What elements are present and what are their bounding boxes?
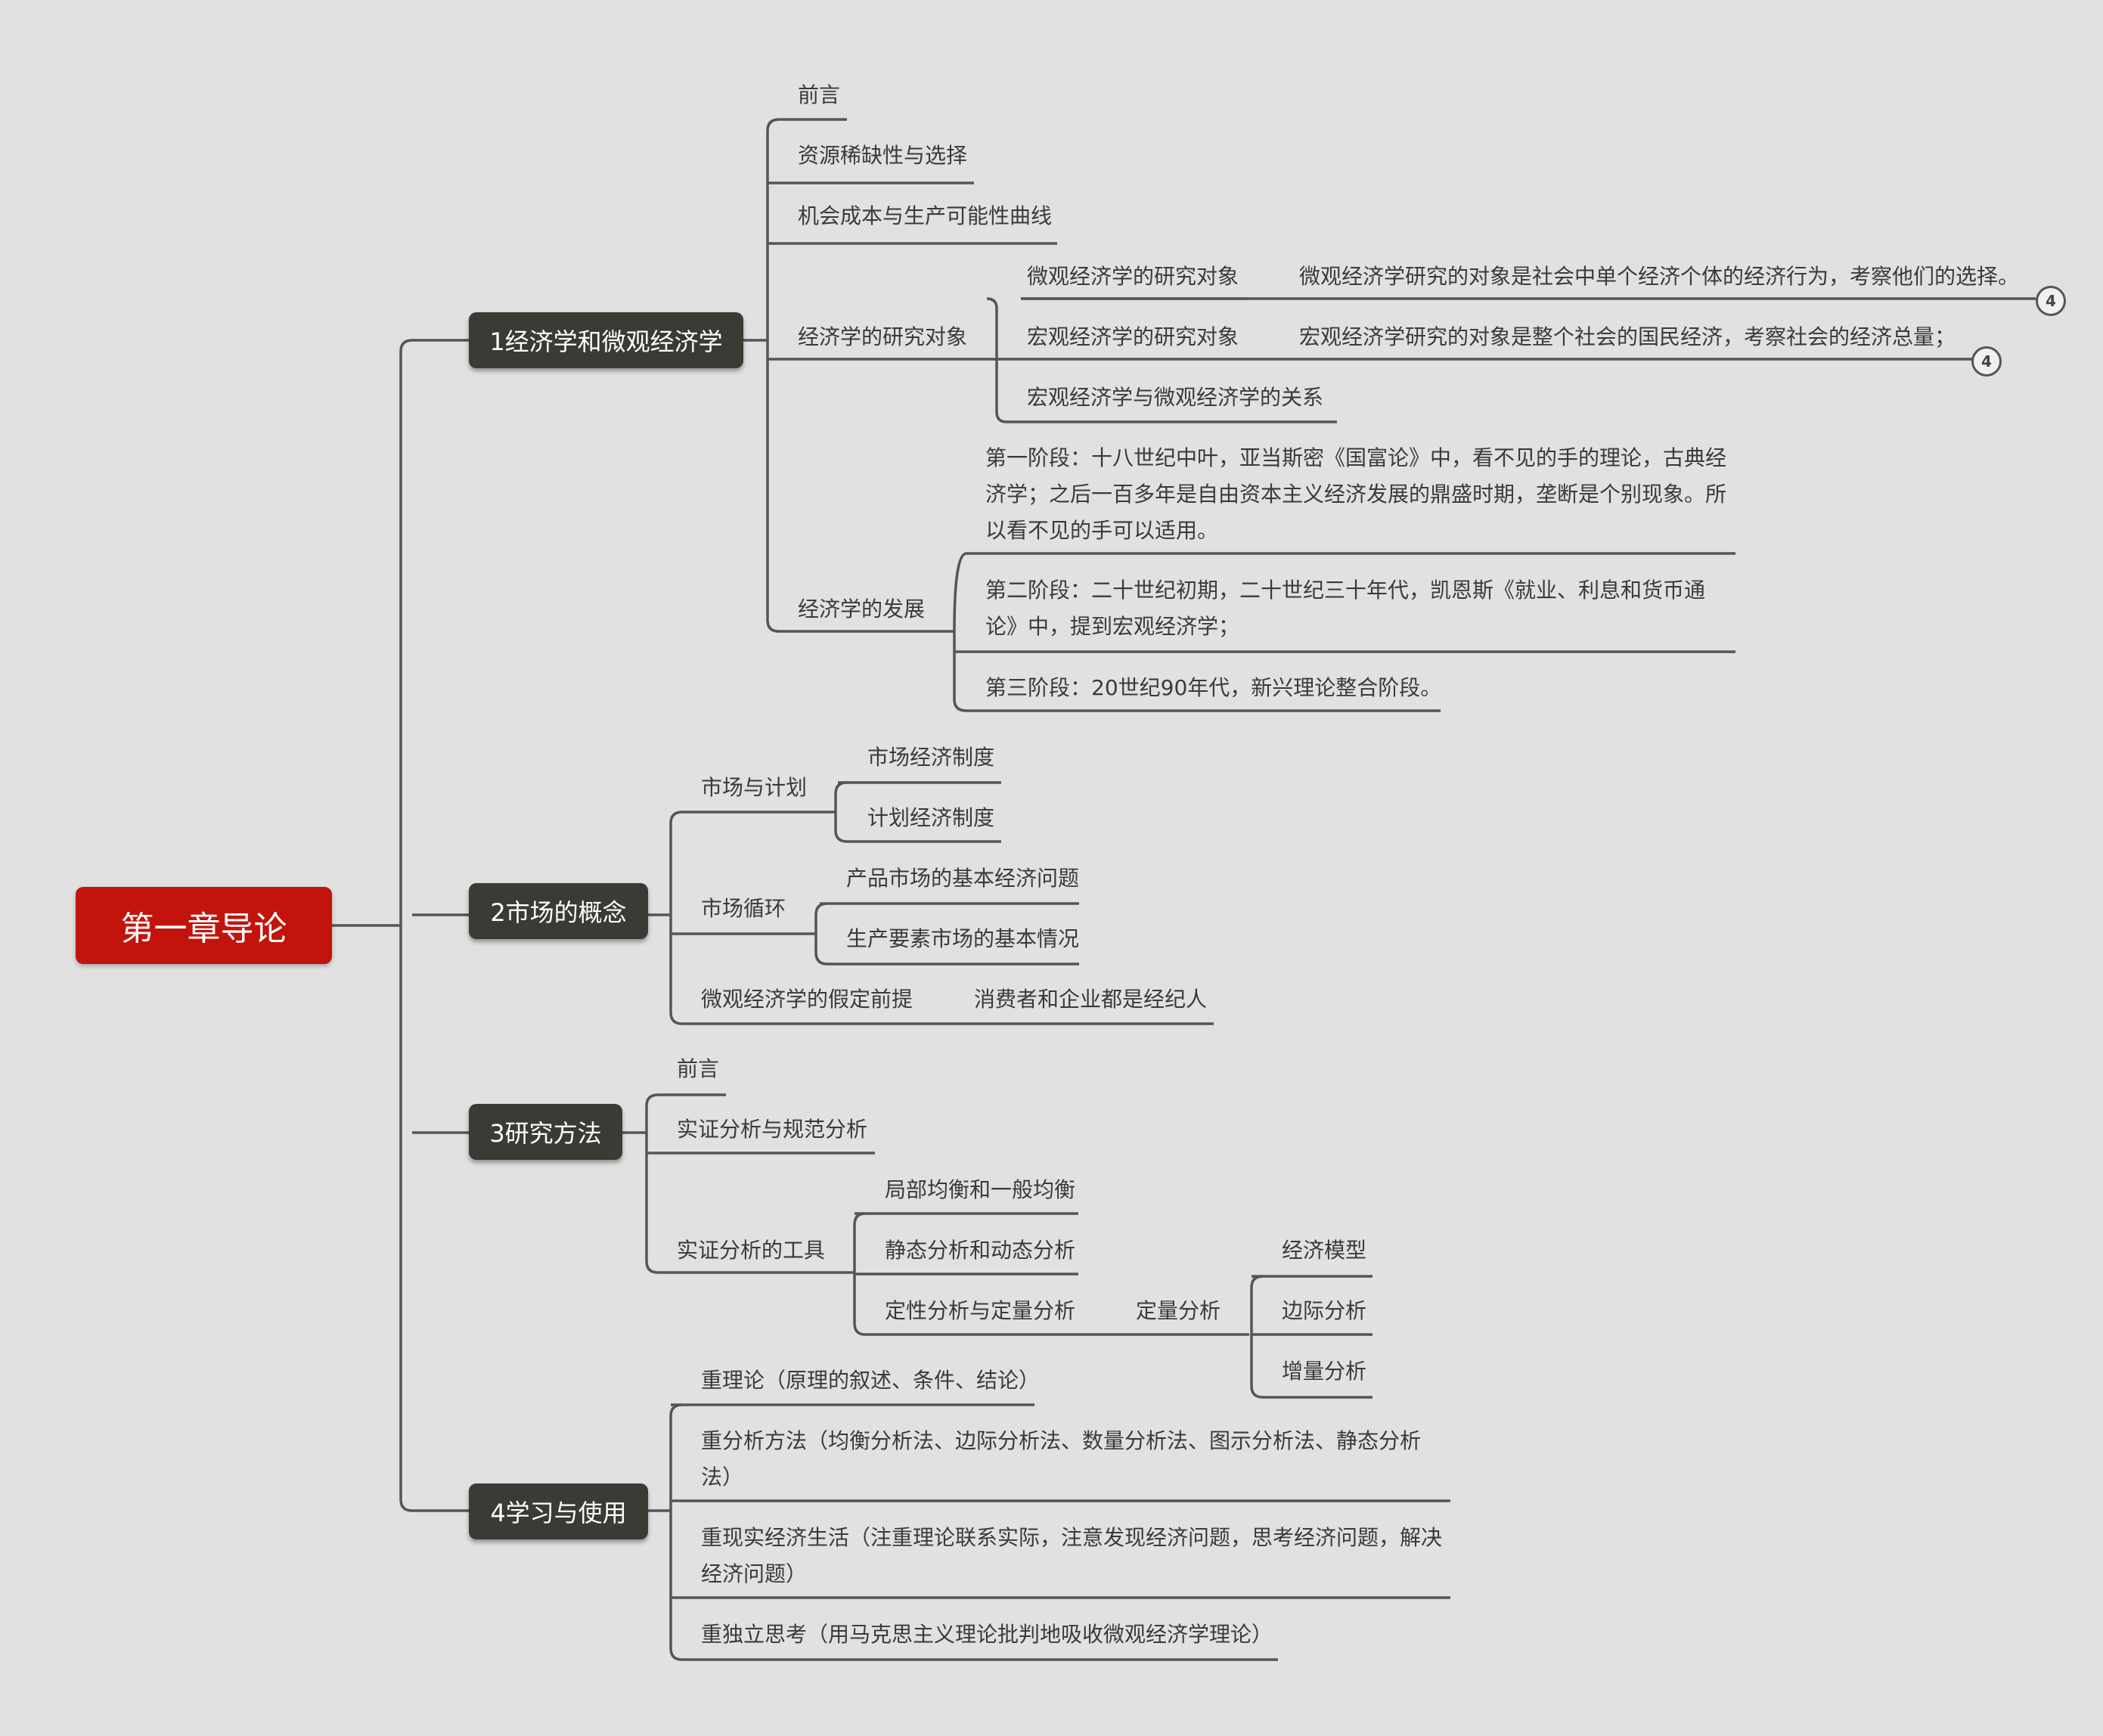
node-positive-normative[interactable]: 实证分析与规范分析 xyxy=(677,1117,868,1142)
root-topic[interactable]: 第一章导论 xyxy=(76,887,332,964)
node-macro-micro-relation[interactable]: 宏观经济学与微观经济学的关系 xyxy=(1027,385,1324,410)
node-emphasize-theory[interactable]: 重理论（原理的叙述、条件、结论） xyxy=(701,1368,1041,1393)
node-qualitative-quantitative[interactable]: 定性分析与定量分析 xyxy=(885,1298,1076,1323)
topic-market-concept[interactable]: 2市场的概念 xyxy=(469,883,648,939)
node-planned-economy[interactable]: 计划经济制度 xyxy=(867,805,995,830)
node-static-dynamic[interactable]: 静态分析和动态分析 xyxy=(885,1238,1076,1263)
node-rational-agent[interactable]: 消费者和企业都是经纪人 xyxy=(974,987,1208,1012)
node-stage-1[interactable]: 第一阶段：十八世纪中叶，亚当斯密《国富论》中，看不见的手的理论，古典经济学；之后… xyxy=(985,445,1727,543)
node-quantitative[interactable]: 定量分析 xyxy=(1136,1298,1221,1323)
node-factor-market[interactable]: 生产要素市场的基本情况 xyxy=(846,926,1080,951)
node-market-economy[interactable]: 市场经济制度 xyxy=(867,745,995,770)
node-incremental-analysis[interactable]: 增量分析 xyxy=(1282,1359,1367,1384)
node-micro-object[interactable]: 微观经济学的研究对象 xyxy=(1027,264,1239,289)
node-stage-2[interactable]: 第二阶段：二十世纪初期，二十世纪三十年代，凯恩斯《就业、利息和货币通论》中，提到… xyxy=(985,578,1706,639)
node-independent-thinking[interactable]: 重独立思考（用马克思主义理论批判地吸收微观经济学理论） xyxy=(701,1622,1273,1647)
node-opportunity-cost[interactable]: 机会成本与生产可能性曲线 xyxy=(798,203,1053,228)
node-stage-3[interactable]: 第三阶段：20世纪90年代，新兴理论整合阶段。 xyxy=(985,675,1442,700)
node-product-market[interactable]: 产品市场的基本经济问题 xyxy=(846,866,1080,891)
node-emphasize-reality[interactable]: 重现实经济生活（注重理论联系实际，注意发现经济问题，思考经济问题，解决经济问题） xyxy=(701,1525,1443,1586)
collapsed-count-badge[interactable]: 4 xyxy=(1971,346,2002,377)
node-research-object[interactable]: 经济学的研究对象 xyxy=(798,324,968,349)
node-marginal-analysis[interactable]: 边际分析 xyxy=(1282,1298,1367,1323)
topic-study-use[interactable]: 4学习与使用 xyxy=(469,1483,648,1539)
node-macro-object-desc[interactable]: 宏观经济学研究的对象是整个社会的国民经济，考察社会的经济总量； xyxy=(1299,324,1956,349)
node-positive-tools[interactable]: 实证分析的工具 xyxy=(677,1238,826,1263)
node-market-and-plan[interactable]: 市场与计划 xyxy=(701,775,808,800)
node-micro-assumption[interactable]: 微观经济学的假定前提 xyxy=(701,987,913,1012)
node-foreword[interactable]: 前言 xyxy=(798,82,841,107)
node-scarcity[interactable]: 资源稀缺性与选择 xyxy=(798,143,968,168)
node-method-foreword[interactable]: 前言 xyxy=(677,1056,720,1081)
collapsed-count-badge[interactable]: 4 xyxy=(2036,286,2066,316)
topic-economics-microeconomics[interactable]: 1经济学和微观经济学 xyxy=(469,312,743,368)
node-micro-object-desc[interactable]: 微观经济学研究的对象是社会中单个经济个体的经济行为，考察他们的选择。 xyxy=(1299,264,2020,289)
node-macro-object[interactable]: 宏观经济学的研究对象 xyxy=(1027,324,1239,349)
node-market-cycle[interactable]: 市场循环 xyxy=(701,896,786,921)
node-partial-general-equilibrium[interactable]: 局部均衡和一般均衡 xyxy=(885,1177,1076,1202)
node-economics-development[interactable]: 经济学的发展 xyxy=(798,597,926,622)
topic-research-methods[interactable]: 3研究方法 xyxy=(469,1104,622,1160)
node-economic-model[interactable]: 经济模型 xyxy=(1282,1238,1367,1263)
node-emphasize-methods[interactable]: 重分析方法（均衡分析法、边际分析法、数量分析法、图示分析法、静态分析法） xyxy=(701,1428,1422,1490)
